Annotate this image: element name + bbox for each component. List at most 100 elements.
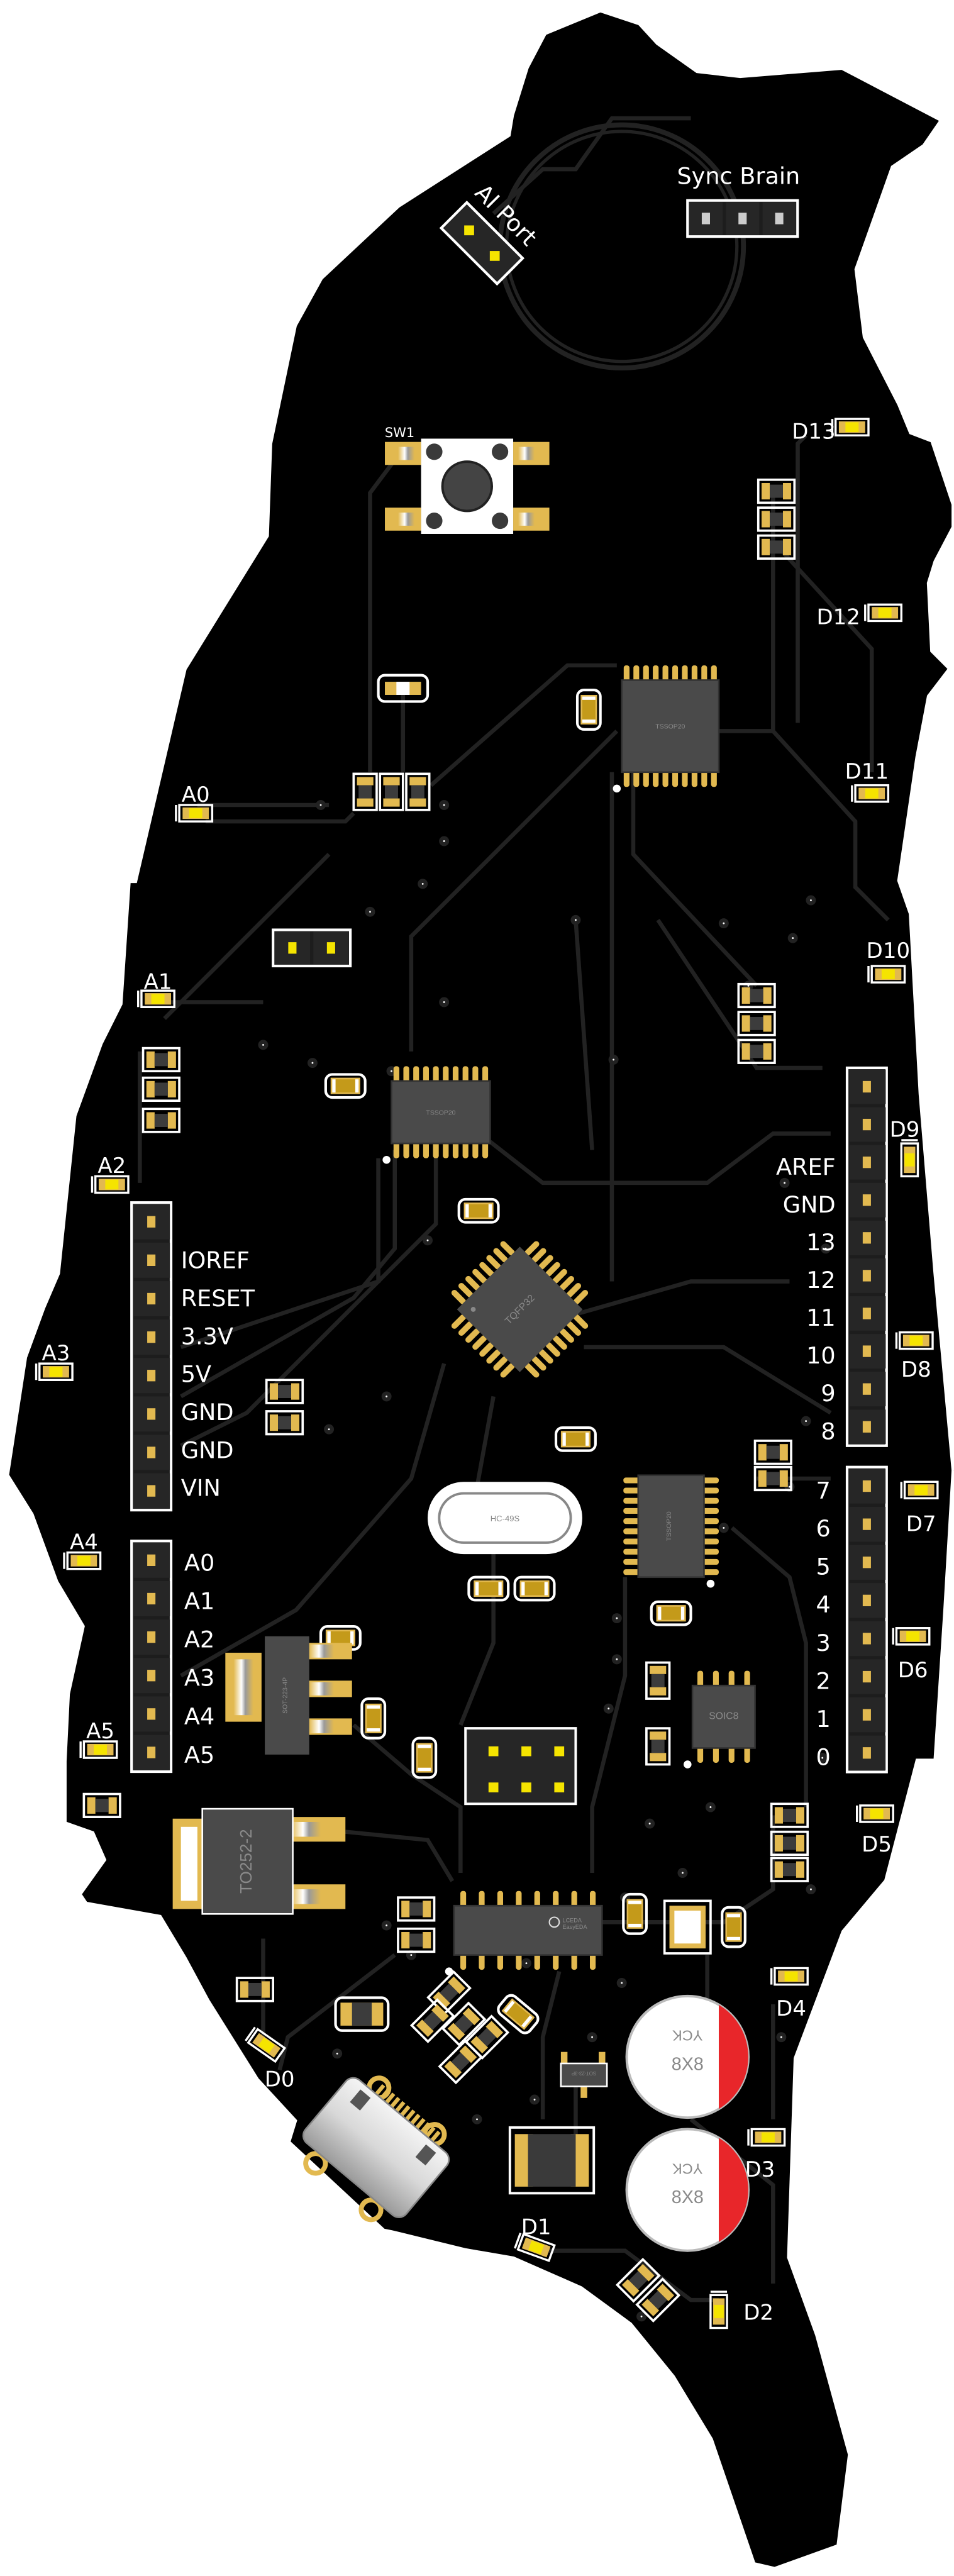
header-pin[interactable] xyxy=(147,1708,156,1720)
header-pin[interactable] xyxy=(862,1157,871,1169)
reset-switch[interactable] xyxy=(385,438,550,534)
pin-lead xyxy=(291,1889,321,1904)
header-pin[interactable] xyxy=(862,1670,871,1683)
ic-pin xyxy=(460,1890,467,1907)
ai-port-header[interactable] xyxy=(439,201,525,286)
header-pin[interactable] xyxy=(862,1383,871,1395)
power-header-label: RESET xyxy=(181,1285,255,1312)
resistor-outline xyxy=(770,1802,809,1828)
pad-edge xyxy=(727,1936,740,1941)
header-pin[interactable] xyxy=(147,1631,156,1643)
header-pin[interactable] xyxy=(521,1782,531,1792)
power-header[interactable] xyxy=(130,1201,173,1512)
ic-pin xyxy=(744,1746,750,1763)
header-pin[interactable] xyxy=(554,1782,565,1792)
resistor xyxy=(441,2001,487,2047)
pad xyxy=(431,2004,449,2022)
header-pin[interactable] xyxy=(862,1345,871,1357)
ic-pin xyxy=(559,1275,574,1291)
header-pin[interactable] xyxy=(862,1480,871,1492)
header-pin[interactable] xyxy=(862,1518,871,1530)
analog-header-label: A4 xyxy=(184,1703,214,1730)
ic-pin xyxy=(458,1282,474,1298)
header-pin[interactable] xyxy=(862,1118,871,1131)
ic-pin xyxy=(524,1241,540,1256)
ic-pin xyxy=(472,1335,487,1350)
pad xyxy=(650,1753,667,1762)
header-pin[interactable] xyxy=(738,213,747,225)
header-pin[interactable] xyxy=(862,1270,871,1282)
via xyxy=(472,2114,482,2124)
pad-edge xyxy=(350,1631,354,1645)
trace xyxy=(180,1150,397,1399)
header-pin[interactable] xyxy=(147,1485,156,1497)
switch-pad-lead xyxy=(397,513,415,526)
header-pin[interactable] xyxy=(862,1307,871,1319)
header-pin[interactable] xyxy=(862,1594,871,1606)
header-pin[interactable] xyxy=(464,225,474,236)
header-pin[interactable] xyxy=(862,1557,871,1568)
capacitor-outline xyxy=(457,1197,500,1224)
header-pin[interactable] xyxy=(147,1254,156,1266)
header-pin[interactable] xyxy=(488,1746,499,1757)
header-pin[interactable] xyxy=(862,1421,871,1433)
header-pin[interactable] xyxy=(147,1592,156,1605)
header-pin[interactable] xyxy=(554,1746,565,1757)
resistor xyxy=(397,1927,436,1953)
analog-header[interactable] xyxy=(130,1540,173,1774)
ic-pin xyxy=(623,770,630,787)
resistor-outline xyxy=(737,982,776,1009)
switch-button[interactable] xyxy=(441,460,494,513)
header-pin[interactable] xyxy=(489,251,500,261)
header-pin[interactable] xyxy=(147,1331,156,1343)
usb-c-connector[interactable] xyxy=(287,2062,463,2236)
digital-header-label: 13 xyxy=(806,1229,836,1256)
header-pin[interactable] xyxy=(488,1782,499,1792)
led-lens xyxy=(528,2240,545,2255)
pad xyxy=(636,2263,655,2282)
diode-body xyxy=(396,682,410,695)
header-pin[interactable] xyxy=(147,1408,156,1420)
power-header-label: IOREF xyxy=(181,1247,250,1274)
via xyxy=(806,895,816,906)
sync-brain-header[interactable] xyxy=(686,199,799,238)
icsp-header[interactable] xyxy=(464,1727,577,1806)
header-pin[interactable] xyxy=(775,213,784,225)
digital-header-low[interactable] xyxy=(845,1465,888,1774)
ic-pin xyxy=(486,1255,501,1270)
header-pin[interactable] xyxy=(147,1370,156,1382)
led-label-d4: D4 xyxy=(776,1996,806,2021)
header-pin[interactable] xyxy=(862,1080,871,1093)
header-pin[interactable] xyxy=(862,1633,871,1645)
capacitor-body xyxy=(582,699,596,720)
pin1-marker xyxy=(706,1579,715,1588)
diode xyxy=(377,674,430,703)
header-pin[interactable] xyxy=(521,1746,531,1757)
header-pin[interactable] xyxy=(862,1232,871,1244)
header-pin[interactable] xyxy=(147,1670,156,1682)
ic-marking: SOIC8 xyxy=(709,1711,738,1722)
header-pin[interactable] xyxy=(147,1216,156,1228)
ic-pin xyxy=(472,1269,487,1284)
capacitor-outline xyxy=(721,1906,746,1948)
analog-header-label: A0 xyxy=(184,1549,214,1576)
easyeda-logo-icon xyxy=(548,1916,560,1928)
jumper-header[interactable] xyxy=(272,928,352,968)
ic-marking: SOT-223-4P xyxy=(282,1677,289,1714)
header-pin[interactable] xyxy=(147,1292,156,1305)
header-pin[interactable] xyxy=(288,942,297,954)
header-pin[interactable] xyxy=(147,1446,156,1458)
header-pin[interactable] xyxy=(701,213,710,225)
header-pin[interactable] xyxy=(862,1194,871,1206)
header-pin[interactable] xyxy=(862,1709,871,1721)
resistor-outline xyxy=(265,1410,304,1436)
header-pin[interactable] xyxy=(147,1746,156,1758)
header-pin[interactable] xyxy=(147,1554,156,1566)
digital-header-high[interactable] xyxy=(845,1066,888,1447)
led-label-d5: D5 xyxy=(862,1832,892,1857)
via xyxy=(718,918,729,929)
header-pin[interactable] xyxy=(326,942,335,954)
ic-pin xyxy=(623,1528,640,1535)
pin-lead xyxy=(309,1644,334,1658)
header-pin[interactable] xyxy=(862,1747,871,1759)
